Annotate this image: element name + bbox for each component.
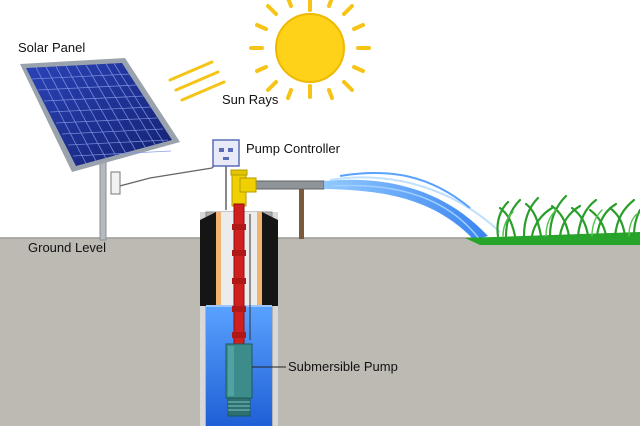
pipe-stand <box>299 189 304 239</box>
pump-controller-label: Pump Controller <box>246 141 340 156</box>
submersible-pump-label: Submersible Pump <box>288 359 398 374</box>
solar-panel-label: Solar Panel <box>18 40 86 55</box>
water-spray <box>324 171 501 241</box>
wellhead-fitting <box>230 169 257 207</box>
submersible-pump-icon <box>225 343 253 417</box>
sun-icon <box>249 0 371 100</box>
sun-ray-arrows <box>168 60 226 102</box>
power-wire <box>111 159 221 189</box>
ground-level-label: Ground Level <box>28 240 107 255</box>
sun-rays-label: Sun Rays <box>222 92 279 107</box>
solar-panel-icon <box>20 58 180 241</box>
riser-pipe <box>232 203 251 345</box>
pump-controller-icon <box>212 139 240 210</box>
panel-junction-box <box>110 171 121 195</box>
ground <box>0 238 640 426</box>
grass-icon <box>465 194 640 245</box>
